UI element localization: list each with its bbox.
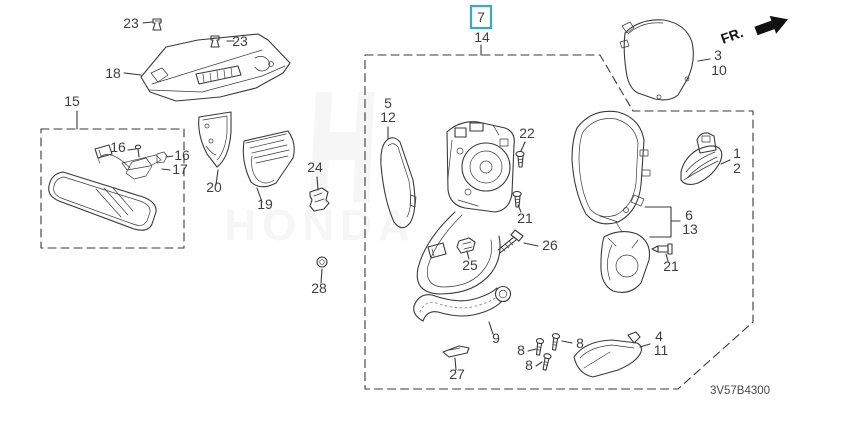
callout-3[interactable]: 3 (714, 47, 722, 63)
leader-24 (316, 176, 319, 191)
callout-23-a[interactable]: 23 (123, 15, 139, 31)
callout-26[interactable]: 26 (542, 237, 558, 253)
callout-15[interactable]: 15 (64, 93, 80, 109)
leader-23a (142, 21, 153, 24)
part-bolt-26[interactable] (497, 229, 524, 254)
callout-19[interactable]: 19 (257, 196, 273, 212)
callout-28[interactable]: 28 (311, 280, 327, 296)
callout-6[interactable]: 6 (685, 207, 693, 223)
callout-24[interactable]: 24 (307, 159, 323, 175)
leader-8b (561, 340, 573, 344)
part-mirror-cap-3-10[interactable] (619, 19, 694, 101)
part-screw-16-a[interactable] (134, 144, 142, 158)
leader-22 (520, 141, 526, 152)
part-mirror-glass-5-12[interactable] (380, 137, 417, 229)
callout-16-b[interactable]: 16 (174, 147, 190, 163)
inner-mirror-group-box (40, 128, 185, 249)
leader-19 (256, 187, 263, 203)
diagram-code: 3V57B4300 (710, 385, 770, 397)
part-clip-25[interactable] (456, 237, 476, 254)
part-drain-tube-9[interactable] (413, 285, 512, 322)
part-roof-trim-18[interactable] (140, 33, 291, 102)
part-clip-16-b[interactable] (156, 151, 168, 164)
part-inner-mirror-15[interactable] (48, 144, 157, 231)
part-actuator-assembly[interactable] (446, 121, 515, 213)
part-bolt-21-a[interactable] (512, 190, 522, 208)
fr-arrow-icon (754, 15, 788, 36)
watermark-text: HONDA (224, 201, 415, 250)
callout-27[interactable]: 27 (449, 366, 465, 382)
part-screw-8-b[interactable] (550, 333, 561, 351)
part-bracket-27[interactable] (442, 345, 470, 358)
leader-21b (665, 253, 669, 262)
callout-12[interactable]: 12 (380, 109, 396, 125)
callout-1[interactable]: 1 (733, 145, 741, 161)
callout-8-c[interactable]: 8 (525, 357, 533, 373)
callout-9[interactable]: 9 (492, 330, 500, 346)
fr-label: FR. (719, 24, 746, 47)
callout-5[interactable]: 5 (384, 95, 392, 111)
part-lower-garnish-4-11[interactable] (573, 331, 643, 378)
callout-4[interactable]: 4 (655, 328, 663, 344)
callout-11[interactable]: 11 (654, 342, 669, 358)
part-bolt-22[interactable] (515, 150, 525, 168)
callout-13[interactable]: 13 (682, 221, 698, 237)
callout-21-a[interactable]: 21 (517, 210, 533, 226)
leader-9 (488, 321, 494, 335)
leader-18 (123, 72, 142, 76)
honda-watermark: HONDA (224, 92, 415, 250)
callout-8-a[interactable]: 8 (517, 342, 525, 358)
part-base-cover-19[interactable] (242, 130, 295, 188)
leader-4-11 (639, 343, 651, 348)
leader-26 (523, 242, 539, 247)
leader-17 (161, 168, 171, 171)
part-harness-loop[interactable] (416, 211, 501, 295)
part-clip-23-a[interactable] (152, 18, 162, 31)
part-grommet-28[interactable] (316, 256, 328, 268)
callout-17[interactable]: 17 (172, 161, 188, 177)
leader-20 (215, 169, 219, 186)
leader-16a (127, 148, 137, 151)
leader-1-2 (720, 159, 731, 165)
callout-21-b[interactable]: 21 (663, 258, 679, 274)
callout-2[interactable]: 2 (733, 160, 741, 176)
leader-8a (527, 348, 537, 352)
leader-25 (466, 250, 470, 260)
part-turn-signal-1-2[interactable] (680, 132, 723, 186)
part-housing-bracket-6-13[interactable] (600, 231, 651, 293)
callout-18[interactable]: 18 (105, 65, 121, 81)
part-corner-trim-20[interactable] (198, 111, 232, 168)
honda-h-logo-watermark (310, 92, 374, 202)
leader-27 (454, 357, 457, 371)
callout-14[interactable]: 14 (474, 29, 490, 45)
selected-ref-box[interactable] (469, 4, 493, 30)
fr-direction-indicator: FR. (719, 15, 788, 47)
callout-16-a[interactable]: 16 (110, 139, 126, 155)
part-clip-24[interactable] (309, 187, 330, 212)
callout-23-b[interactable]: 23 (232, 33, 248, 49)
part-screw-8-a[interactable] (534, 338, 545, 356)
callout-25[interactable]: 25 (462, 257, 478, 273)
part-screw-8-c[interactable] (541, 353, 552, 371)
part-housing-6-13[interactable] (571, 110, 651, 233)
callout-20[interactable]: 20 (206, 179, 222, 195)
leader-21a (517, 204, 522, 213)
callout-7[interactable]: 7 (477, 9, 485, 25)
callout-10[interactable]: 10 (711, 62, 727, 78)
part-bolt-21-b[interactable] (651, 243, 673, 255)
part-bracket-17[interactable] (121, 154, 162, 171)
leader-3-10 (697, 58, 711, 62)
leader-8c (535, 361, 543, 367)
callout-22[interactable]: 22 (519, 125, 535, 141)
callout-8-b[interactable]: 8 (576, 335, 584, 351)
leader-28 (320, 268, 323, 284)
leader-16b (165, 155, 174, 158)
mirror-assembly-box (364, 54, 754, 390)
leader-6-13 (644, 206, 672, 238)
